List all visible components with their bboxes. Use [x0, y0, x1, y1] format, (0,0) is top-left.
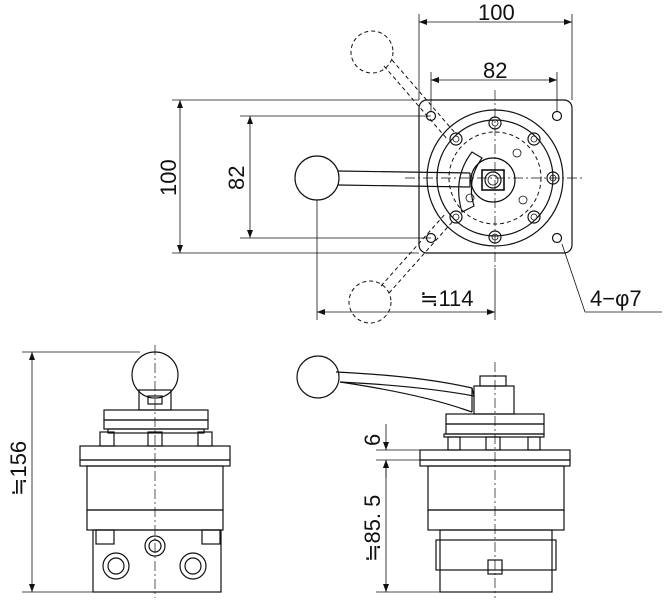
side-view-right: 6 ≒85. 5 [296, 355, 571, 598]
hub-nut [481, 169, 505, 191]
hole-callout: 4−φ7 [561, 243, 662, 313]
hub-outer [470, 157, 516, 203]
square-flange [418, 99, 573, 254]
dim-label-6: 6 [360, 434, 385, 446]
cam-slot [458, 151, 483, 213]
dim-top-height-inner: 82 [224, 115, 431, 239]
dim-label-114: ≒114 [420, 286, 474, 311]
dim-label-100-left: 100 [156, 159, 181, 196]
right-bottom-block [439, 529, 553, 593]
dim-label-82-top: 82 [483, 58, 507, 83]
hole-spec-label: 4−φ7 [590, 286, 642, 311]
dim-body-height: ≒85. 5 [360, 460, 440, 593]
handle-ghost-lower [348, 212, 455, 324]
handle-top [294, 155, 471, 201]
dim-top-width-outer: 100 [418, 0, 573, 100]
side-handle [296, 355, 475, 413]
side-ports [102, 535, 207, 580]
dim-label-156: ≒156 [6, 441, 31, 496]
dim-top-height-outer: 100 [156, 99, 419, 254]
dim-handle-reach: ≒114 [316, 200, 496, 320]
right-body [427, 465, 565, 511]
top-view: 100 82 100 82 [156, 0, 662, 324]
dim-side-height: ≒156 [6, 351, 140, 593]
hub-bore [484, 171, 502, 189]
side-view-left: ≒156 [6, 345, 231, 598]
handle-ghost-upper [350, 30, 457, 141]
dim-label-82-left: 82 [224, 166, 249, 190]
dim-top-width-inner: 82 [430, 58, 558, 112]
dim-label-85-5: ≒85. 5 [360, 495, 385, 562]
side-bottom-block [92, 529, 222, 593]
dim-flange-thickness: 6 [360, 424, 420, 478]
dim-label-100-top: 100 [478, 0, 515, 25]
